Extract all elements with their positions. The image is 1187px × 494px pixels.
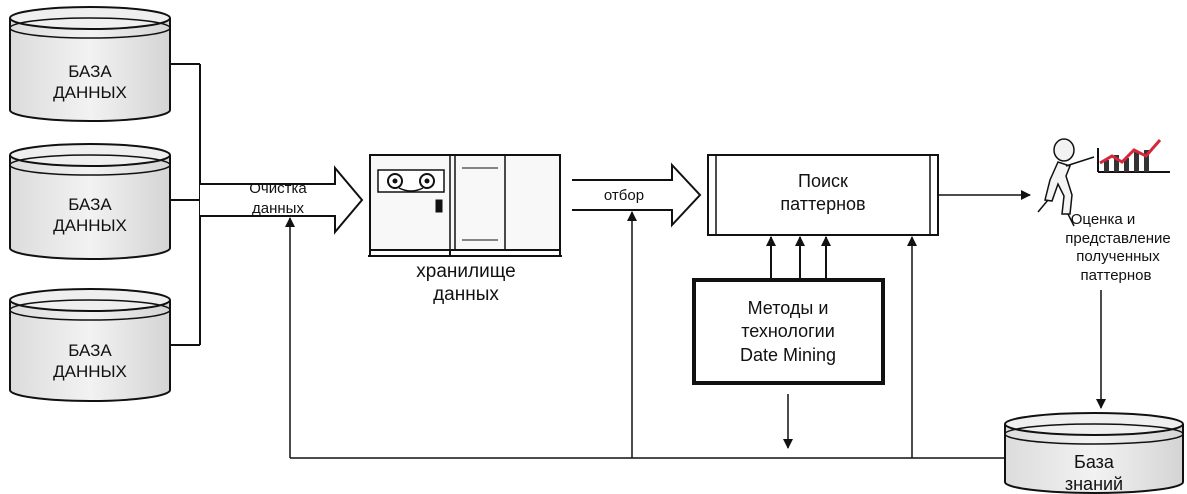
selection-arrow: отбор [572,162,702,228]
database-connector [170,63,201,346]
data-cleaning-arrow: Очистка данных [200,165,364,235]
growth-chart-icon [1097,139,1170,173]
database-3: БАЗА ДАННЫХ [9,288,171,402]
evaluation-label-line2: представление [1065,230,1171,247]
database-2-label-line1: БАЗА [68,195,112,214]
evaluation-label-line4: паттернов [1081,267,1152,284]
selection-label: отбор [604,187,644,204]
methods-label-line1: Методы и [748,298,829,318]
methods-box: Методы и технологии Date Mining [692,278,885,385]
database-3-label-line2: ДАННЫХ [53,362,127,381]
pattern-search-label-line2: паттернов [780,194,865,214]
database-1: БАЗА ДАННЫХ [9,6,171,122]
evaluation-label-line3: полученных [1076,248,1160,265]
cleaning-label-line2: данных [252,200,304,217]
database-3-label-line1: БАЗА [68,341,112,360]
database-1-label-line1: БАЗА [68,62,112,81]
knowledge-base-label-line2: знаний [1065,474,1123,494]
knowledge-base-label-line1: База [1074,452,1115,472]
evaluation-label-line1: Оценка и [1071,211,1136,228]
warehouse-label-line2: данных [433,284,499,305]
pattern-search-label-line1: Поиск [798,171,848,191]
methods-label-line2: технологии [741,321,835,341]
database-2-label-line2: ДАННЫХ [53,216,127,235]
methods-label-line3: Date Mining [740,345,836,365]
methods-to-search-arrows [766,236,831,280]
warehouse-label-line1: хранилище [416,261,515,282]
knowledge-base: База знаний [1004,412,1184,494]
data-warehouse-server [368,154,562,257]
presenter-figure-icon [1037,138,1095,227]
database-1-label-line2: ДАННЫХ [53,83,127,102]
cleaning-label-line1: Очистка [249,180,307,197]
feedback-lines [285,211,1005,459]
database-2: БАЗА ДАННЫХ [9,143,171,260]
pattern-search-box: Поиск паттернов [707,154,939,236]
